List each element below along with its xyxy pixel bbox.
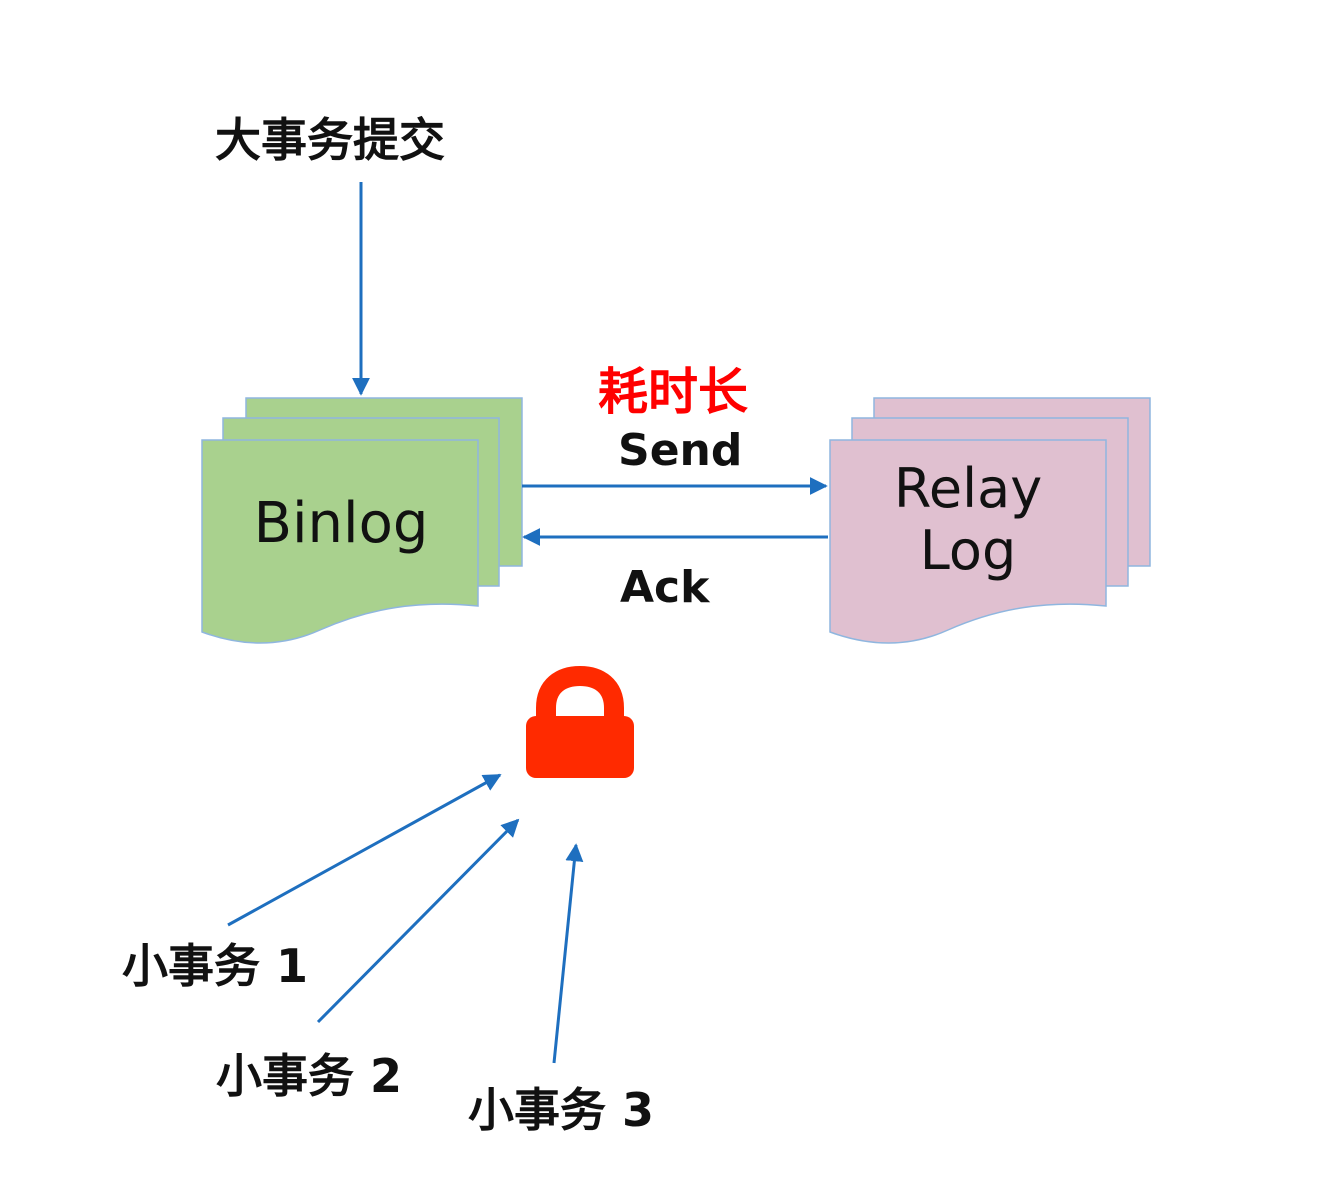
relay-page-front xyxy=(829,439,1107,644)
small-tx-1-arrow xyxy=(227,773,502,927)
relay-log-label-line1: Relay xyxy=(893,457,1043,520)
relay-log-label-line2: Log xyxy=(919,519,1017,583)
relay-log-stack xyxy=(829,397,1151,644)
relay-log-label: Relay Log xyxy=(850,457,1086,583)
small-tx-2-arrow xyxy=(316,818,520,1024)
small-tx-3-arrow xyxy=(552,843,584,1064)
lock-icon xyxy=(526,665,634,778)
binlog-page-front xyxy=(201,439,479,644)
send-label: Send xyxy=(618,425,743,476)
lock-body xyxy=(526,716,634,778)
slow-label: 耗时长 xyxy=(598,363,748,421)
binlog-stack xyxy=(201,397,523,644)
ack-label: Ack xyxy=(620,562,710,613)
binlog-label: Binlog xyxy=(253,491,429,556)
large-transaction-commit-label: 大事务提交 xyxy=(215,113,445,167)
small-transaction-2-label: 小事务 2 xyxy=(216,1049,403,1103)
small-transaction-3-label: 小事务 3 xyxy=(468,1083,655,1137)
lock-shackle xyxy=(536,665,624,718)
small-transaction-1-label: 小事务 1 xyxy=(122,939,309,993)
